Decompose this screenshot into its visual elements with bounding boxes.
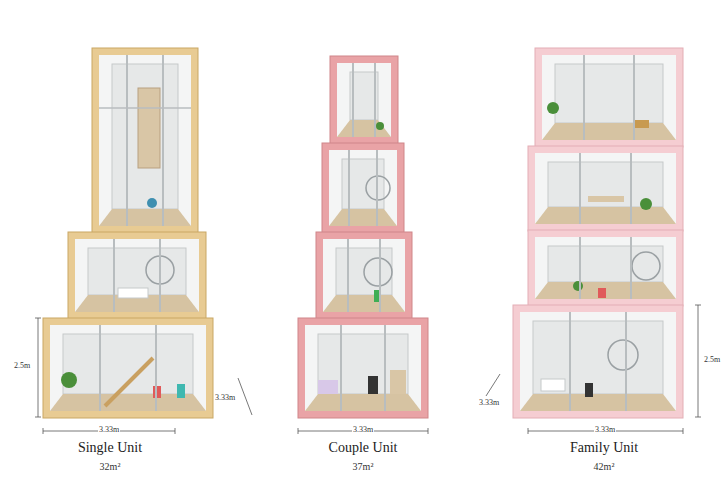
couple-third-block	[322, 143, 404, 233]
dimension-label: 3.33m	[478, 399, 500, 408]
single-bottom-block	[43, 318, 213, 418]
couple-bottom-block	[298, 318, 428, 418]
single-middle-block	[68, 232, 206, 319]
unit-caption: Couple Unit	[329, 440, 398, 455]
dimension-label: 3.33m	[594, 426, 616, 435]
couple-second-block	[316, 232, 412, 319]
dimension-label: 2.5m	[703, 356, 721, 365]
couple-top-block	[330, 56, 398, 144]
family-bottom-block	[513, 305, 683, 418]
family-second-block	[528, 230, 683, 306]
dimension-label: 3.33m	[98, 426, 120, 435]
dimension-lines	[35, 305, 701, 434]
area-label: 37m²	[353, 461, 374, 472]
family-third-block	[528, 146, 683, 231]
single-top-block	[92, 48, 198, 233]
dimension-label: 2.5m	[13, 362, 31, 371]
dimension-label: 3.33m	[352, 426, 374, 435]
unit-caption: Single Unit	[78, 440, 142, 455]
dimension-label: 3.33m	[214, 394, 236, 403]
area-label: 42m²	[594, 461, 615, 472]
family-top-block	[535, 48, 683, 147]
unit-caption: Family Unit	[570, 440, 638, 455]
area-label: 32m²	[100, 461, 121, 472]
